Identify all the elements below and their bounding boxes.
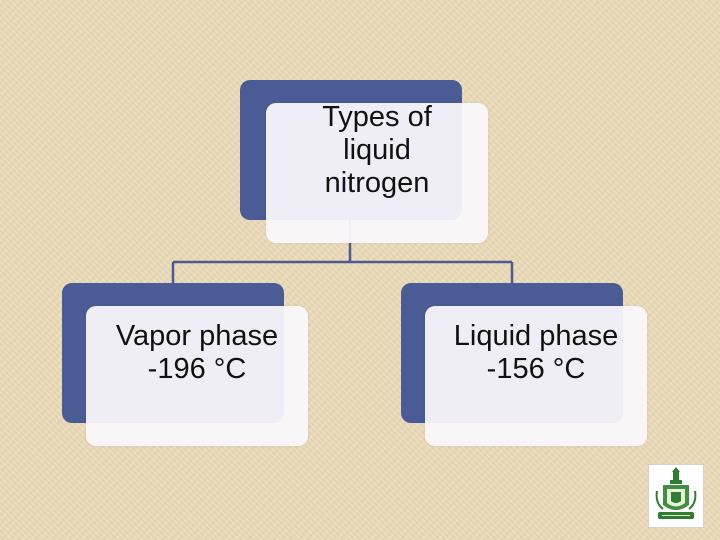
root-node-label: Types of liquid nitrogen (322, 100, 432, 199)
child-node-liquid-phase: Liquid phase -156 °C (401, 283, 647, 446)
child-node-label: Liquid phase -156 °C (453, 320, 619, 385)
child-node-card (425, 306, 647, 446)
university-emblem-icon (648, 464, 704, 528)
child-node-label: Vapor phase -196 °C (115, 320, 279, 385)
child-node-vapor-phase: Vapor phase -196 °C (62, 283, 308, 446)
root-node: Types of liquid nitrogen (240, 80, 488, 245)
root-node-card (266, 103, 488, 243)
child-node-card (86, 306, 308, 446)
